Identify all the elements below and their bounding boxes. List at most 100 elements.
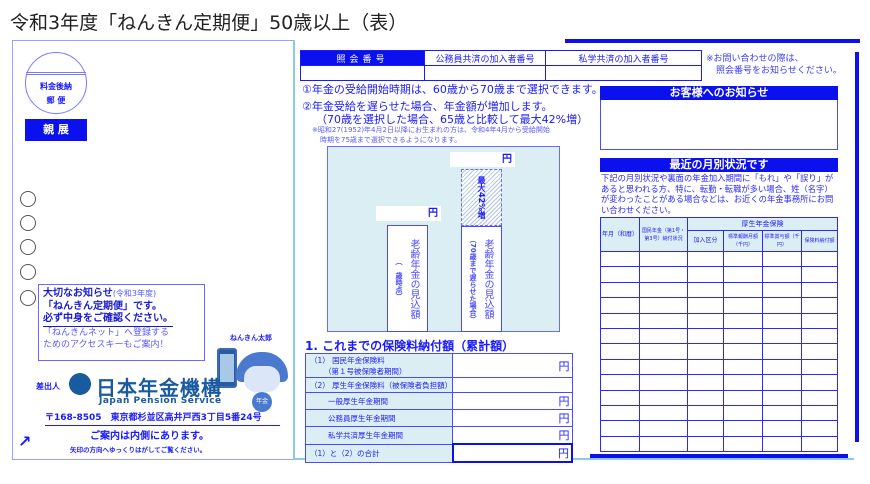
punch-hole [20, 191, 36, 207]
monthly-cell [723, 281, 763, 299]
monthly-cell [687, 266, 724, 283]
monthly-cell [639, 250, 688, 268]
monthly-cell [600, 281, 640, 299]
monthly-cell [762, 312, 802, 329]
paid-row-civil: 公務員厚生年金期間 [305, 409, 453, 427]
header-civil-servant-number: 公務員共済の加入者番号 [424, 50, 546, 66]
mascot-name: ねんきん太郎 [230, 334, 272, 342]
mascot-image: 年金 [236, 352, 288, 412]
monthly-cell [600, 404, 640, 422]
inside-notice: ご案内は内側にあります。 [90, 431, 209, 442]
general-amount: 円 [452, 392, 573, 410]
monthly-row [600, 266, 838, 283]
notice-line: ためのアクセスキーもご案内！ [43, 340, 169, 350]
monthly-cell [687, 404, 724, 422]
monthly-cell [639, 297, 688, 314]
customer-notice-body [600, 100, 838, 150]
monthly-status-table: 年月（和暦）国民年金（第1号・第3号）納付状況厚生年金保険 加入区分標準報酬月額… [600, 217, 838, 453]
monthly-cell [762, 343, 802, 360]
postmark: 料金後納 郵 便 [25, 52, 87, 114]
customer-notice-title: お客様へのお知らせ [600, 86, 838, 100]
monthly-cell [600, 420, 640, 437]
notice-line: 「ねんきん定期便」です。 [43, 300, 162, 312]
info-item-1: ①年金の受給開始時期は、60歳から70歳まで選択できます。 [302, 83, 603, 96]
bar-label: 老齢年金の見込額 [482, 239, 493, 319]
monthly-row [600, 312, 838, 329]
header-premium: 保険料納付額 [801, 230, 838, 252]
monthly-cell [600, 297, 640, 314]
monthly-cell [723, 435, 763, 453]
monthly-title: 最近の月別状況です [600, 158, 838, 172]
monthly-cell [723, 420, 763, 437]
monthly-cell [687, 420, 724, 437]
notice-sub: (令和3年度) [112, 289, 157, 298]
monthly-row [600, 435, 838, 453]
notice-line: 必ず中身をご確認ください。 [43, 313, 173, 327]
monthly-cell [723, 389, 763, 406]
monthly-cell [762, 358, 802, 376]
monthly-cell [687, 312, 724, 329]
monthly-cell [639, 343, 688, 360]
note-line: 時期を75歳まで選択できるようになります。 [320, 135, 462, 144]
monthly-cell [639, 327, 688, 345]
paid-row-employee: （2） 厚生年金保険料（被保険者負担額） [305, 377, 453, 393]
header-year-month: 年月（和暦） [600, 217, 640, 252]
monthly-row [600, 343, 838, 360]
monthly-row [600, 420, 838, 437]
reference-number-table: 照会番号公務員共済の加入者番号私学共済の加入者番号 [300, 50, 702, 81]
monthly-cell [687, 250, 724, 268]
monthly-cell [687, 435, 724, 453]
arrow-up-right-icon: ↗ [18, 432, 32, 451]
monthly-cell [762, 374, 802, 391]
header-bonus: 標準賞与額（千円） [762, 230, 802, 252]
monthly-cell [723, 266, 763, 283]
amount-70-field: 円 [450, 152, 515, 167]
monthly-cell [600, 374, 640, 391]
note-line: 照会番号をお知らせください。 [716, 66, 842, 76]
info-item-2-detail: （70歳を選択した場合、65歳と比較して最大42%増） [316, 113, 589, 126]
monthly-text: 下記の月別状況や裏面の年金加入期間に「もれ」や「誤り」があると思われる方、特に、… [601, 173, 834, 215]
monthly-cell [723, 327, 763, 345]
monthly-cell [801, 343, 838, 360]
paid-row-private: 私学共済厚生年金期間 [305, 426, 453, 445]
header-enrollment: 加入区分 [687, 230, 724, 252]
monthly-cell [723, 297, 763, 314]
paid-heading: 1. これまでの保険料納付額（累計額） [305, 339, 515, 353]
paid-row-national: （1） 国民年金保険料（第１号被保険者期間） [305, 353, 453, 378]
monthly-cell [639, 374, 688, 391]
monthly-cell [762, 435, 802, 453]
civil-servant-number-value [424, 65, 546, 81]
monthly-cell [762, 266, 802, 283]
note-line: ※お問い合わせの際は、 [706, 54, 804, 64]
paid-row-general: 一般厚生年金期間 [305, 392, 453, 410]
monthly-cell [723, 343, 763, 360]
row-label: （1） 国民年金保険料 [310, 355, 385, 365]
confidential-badge: 親 展 [25, 119, 87, 141]
monthly-cell [687, 389, 724, 406]
monthly-cell [639, 435, 688, 453]
monthly-cell [723, 404, 763, 422]
note-line: ※昭和27(1952)年4月2日以降にお生まれの方は、令和4年4月から受給開始 [312, 126, 550, 134]
monthly-row [600, 250, 838, 268]
org-name-en: Japan Pension Service [99, 396, 222, 406]
monthly-cell [639, 312, 688, 329]
monthly-row [600, 281, 838, 299]
monthly-row [600, 404, 838, 422]
sender-address: 〒168-8505 東京都杉並区高井戸西3丁目5番24号 [45, 410, 280, 426]
monthly-row [600, 389, 838, 406]
reference-note: ※お問い合わせの際は、 照会番号をお知らせください。 [706, 53, 842, 77]
monthly-cell [600, 358, 640, 376]
monthly-cell [801, 404, 838, 422]
punch-hole [20, 239, 36, 255]
monthly-cell [762, 250, 802, 268]
monthly-cell [600, 266, 640, 283]
panel-border-top [565, 39, 860, 43]
monthly-cell [801, 266, 838, 283]
reference-number-value [300, 65, 425, 81]
panel-border-right [855, 52, 859, 442]
monthly-cell [600, 389, 640, 406]
monthly-cell [600, 343, 640, 360]
monthly-cell [687, 297, 724, 314]
monthly-cell [762, 420, 802, 437]
postmark-text: 料金後納 [40, 82, 72, 91]
